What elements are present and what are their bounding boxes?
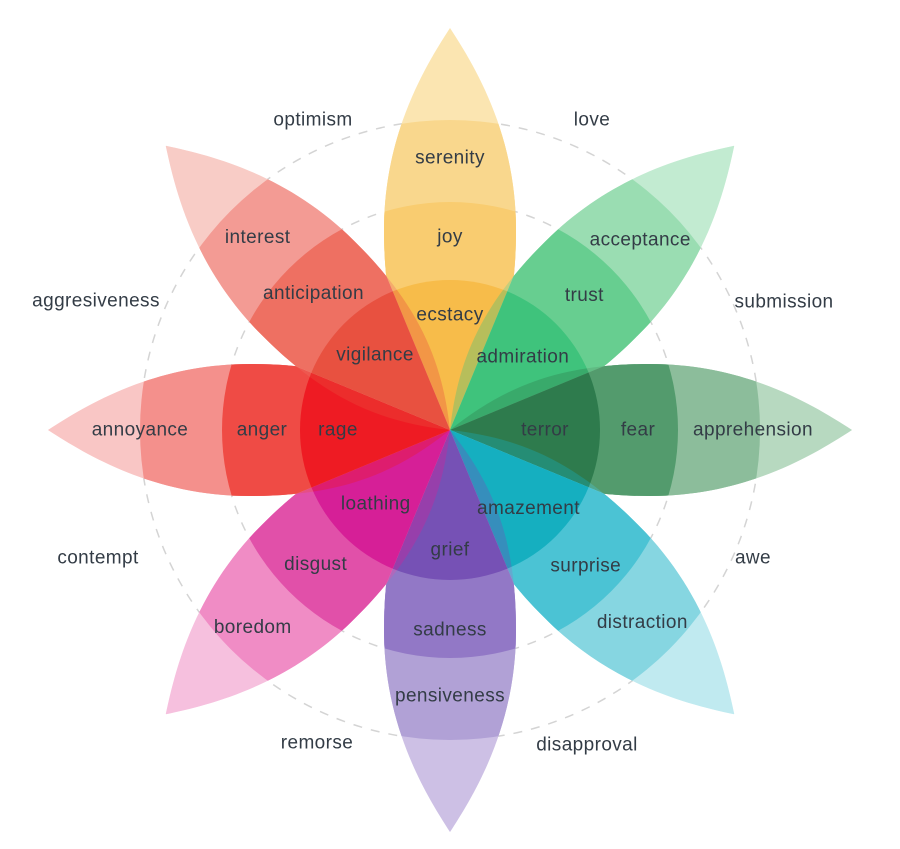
emotion-label-terror: terror xyxy=(521,420,569,441)
emotion-label-interest: interest xyxy=(225,227,291,248)
emotion-label-ecstacy: ecstacy xyxy=(416,305,483,326)
emotion-label-serenity: serenity xyxy=(415,148,485,169)
emotion-label-apprehension: apprehension xyxy=(693,420,813,441)
emotion-label-boredom: boredom xyxy=(214,617,292,638)
emotion-label-surprise: surprise xyxy=(550,555,621,576)
emotion-label-vigilance: vigilance xyxy=(336,345,414,366)
emotion-label-rage: rage xyxy=(318,420,358,441)
emotion-label-pensiveness: pensiveness xyxy=(395,686,505,707)
emotion-label-anger: anger xyxy=(237,420,288,441)
emotion-label-anticipation: anticipation xyxy=(263,283,364,304)
emotion-label-trust: trust xyxy=(565,285,604,306)
emotion-label-disgust: disgust xyxy=(284,554,347,575)
emotion-label-annoyance: annoyance xyxy=(92,420,189,441)
emotion-label-distraction: distraction xyxy=(597,612,688,633)
emotion-label-acceptance: acceptance xyxy=(590,229,691,250)
dyad-label-disapproval: disapproval xyxy=(536,735,638,756)
dyad-label-aggresiveness: aggresiveness xyxy=(32,291,160,312)
dyad-label-submission: submission xyxy=(734,292,833,313)
emotion-label-admiration: admiration xyxy=(476,347,569,368)
emotion-label-amazement: amazement xyxy=(477,498,580,519)
dyad-label-optimism: optimism xyxy=(273,110,352,131)
dyad-label-contempt: contempt xyxy=(57,548,139,569)
emotion-label-grief: grief xyxy=(431,540,470,561)
label-layer: serenity joy ecstacy acceptance trust admirat… xyxy=(32,110,833,756)
emotion-label-sadness: sadness xyxy=(413,620,487,641)
emotion-label-fear: fear xyxy=(621,420,656,441)
dyad-label-awe: awe xyxy=(735,548,771,569)
dyad-label-love: love xyxy=(574,110,610,131)
dyad-label-remorse: remorse xyxy=(281,733,353,754)
emotion-label-loathing: loathing xyxy=(341,494,411,515)
emotion-label-joy: joy xyxy=(436,227,463,248)
